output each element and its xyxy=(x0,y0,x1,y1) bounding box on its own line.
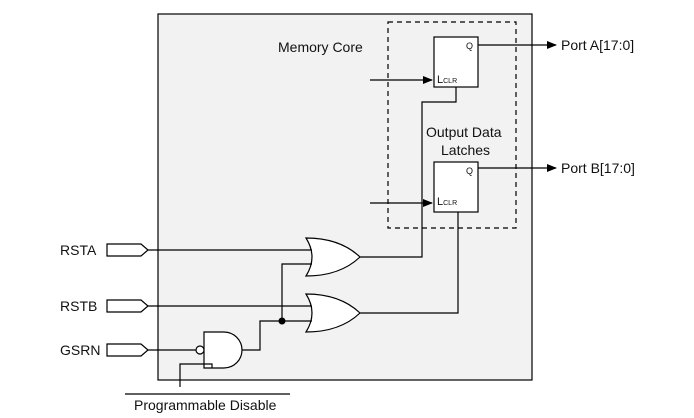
junction-dot xyxy=(278,317,286,325)
or-gate-a xyxy=(304,237,361,277)
port-a-label: Port A[17:0] xyxy=(561,37,634,53)
input-pad-gsrn xyxy=(106,343,149,357)
output-latches-label-line1: Output Data xyxy=(426,124,502,140)
and-gate-inversion-bubble xyxy=(195,345,205,355)
memory-core-region xyxy=(387,21,517,229)
input-label-gsrn: GSRN xyxy=(60,342,100,358)
and-gate xyxy=(203,331,243,369)
or-gate-b xyxy=(304,293,361,333)
input-pad-rstb xyxy=(106,299,149,313)
memory-core-label: Memory Core xyxy=(278,39,363,55)
output-latches-label-line2: Latches xyxy=(441,142,490,158)
latch-b-q-pin: Q xyxy=(466,166,473,176)
wire-and-output xyxy=(242,320,312,351)
input-label-rstb: RSTB xyxy=(60,298,97,314)
latch-b-clr-pin: LCLR xyxy=(437,196,457,208)
latch-b: Q LCLR xyxy=(433,161,479,213)
latch-a-clr-pin: LCLR xyxy=(437,74,457,86)
port-b-label: Port B[17:0] xyxy=(561,160,635,176)
input-label-rsta: RSTA xyxy=(60,242,97,258)
wire-programmable-disable xyxy=(179,363,213,387)
wire-or-a-to-latch-a xyxy=(360,87,457,258)
wire-and-to-or-a xyxy=(281,263,312,321)
input-pad-rsta xyxy=(106,243,149,257)
latch-a-q-pin: Q xyxy=(466,41,473,51)
wire-or-b-to-latch-b xyxy=(360,212,459,314)
programmable-disable-label: Programmable Disable xyxy=(134,397,277,413)
latch-a: Q LCLR xyxy=(433,36,479,88)
